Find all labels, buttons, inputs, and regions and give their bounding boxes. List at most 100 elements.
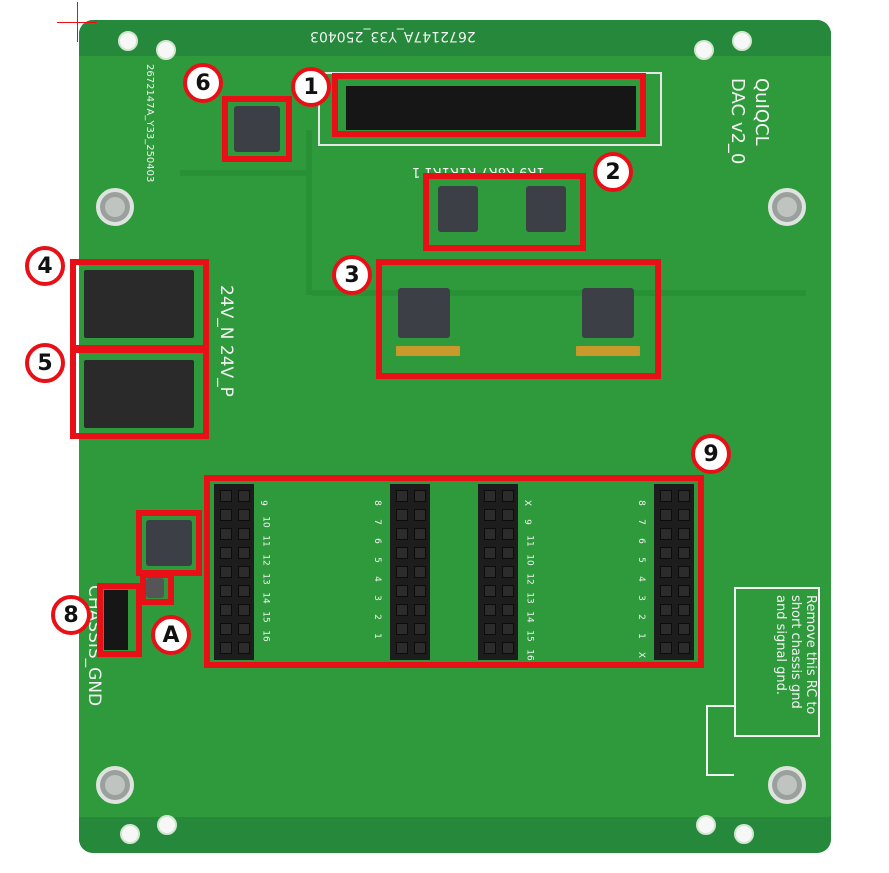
- header-pin: [678, 528, 690, 540]
- header-pin: [484, 528, 496, 540]
- connector-pin-label: 8: [635, 500, 646, 506]
- header-pin: [238, 528, 250, 540]
- note-text: Remove this RC to short chassis gnd and …: [773, 595, 818, 715]
- header-pin: [484, 604, 496, 616]
- bottom-breakaway-strip: [79, 817, 831, 853]
- connector-pin-label: 11: [260, 535, 271, 547]
- connector-pin-label: 5: [371, 557, 382, 563]
- header-pin: [396, 509, 408, 521]
- crosshair-v: [77, 2, 78, 42]
- header-pin: [220, 604, 232, 616]
- product-name: QuIQCL: [751, 78, 772, 146]
- tooling-hole: [157, 815, 177, 835]
- connector-pin-label: 14: [524, 611, 535, 623]
- connector-pin-label: 16: [260, 630, 271, 642]
- trace: [312, 290, 806, 296]
- header-pin: [238, 585, 250, 597]
- header-pin: [678, 642, 690, 654]
- header-pin: [238, 604, 250, 616]
- dac-chip-2: [582, 288, 634, 338]
- connector-pin-label: 3: [371, 595, 382, 601]
- header-pin: [502, 642, 514, 654]
- header-pin: [502, 623, 514, 635]
- callout-box-9: [204, 475, 704, 668]
- connector-pin-label: 10: [260, 516, 271, 528]
- header-pin: [660, 585, 672, 597]
- callout-box-8: [97, 583, 142, 657]
- header-pin: [220, 490, 232, 502]
- header-pin: [220, 623, 232, 635]
- connector-pin-label: 14: [260, 592, 271, 604]
- header-pin: [502, 547, 514, 559]
- connector-pin-label: 2: [371, 614, 382, 620]
- connector-pin-label: 8: [371, 500, 382, 506]
- header-pin: [220, 566, 232, 578]
- header-pin: [484, 623, 496, 635]
- header-pin: [660, 528, 672, 540]
- connector-pin-label: 9: [521, 519, 532, 525]
- connector-pin-label: 6: [371, 538, 382, 544]
- ic-u2: [438, 186, 478, 232]
- header-pin: [238, 490, 250, 502]
- header-pin: [238, 642, 250, 654]
- mounting-hole: [768, 766, 806, 804]
- connector-pin-label: 15: [524, 630, 535, 642]
- header-pin: [220, 642, 232, 654]
- power-labels: 24V_N 24V_P: [216, 285, 236, 397]
- callout-box-3: [376, 259, 661, 379]
- callout-box-2: [423, 173, 586, 251]
- tooling-hole: [694, 40, 714, 60]
- mounting-hole: [96, 766, 134, 804]
- connector-pin-label: 10: [524, 554, 535, 566]
- header-pin: [502, 509, 514, 521]
- header-pin: [484, 509, 496, 521]
- header-pin: [414, 623, 426, 635]
- tooling-hole: [156, 40, 176, 60]
- header-pin: [414, 585, 426, 597]
- callout-badge-9: 9: [691, 434, 731, 474]
- callout-box-1: [332, 73, 646, 137]
- dac-chip-1: [398, 288, 450, 338]
- callout-badge-6: 6: [183, 63, 223, 103]
- callout-box-6: [222, 96, 292, 162]
- header-pin: [484, 566, 496, 578]
- connector-pin-label: 4: [635, 576, 646, 582]
- connector-pin-label: 9: [257, 500, 268, 506]
- header-pin: [414, 642, 426, 654]
- connector-pin-label: 13: [260, 573, 271, 585]
- callout-badge-1: 1: [291, 67, 331, 107]
- header-pin: [396, 490, 408, 502]
- header-pin: [238, 547, 250, 559]
- mounting-hole: [768, 188, 806, 226]
- header-pin: [502, 585, 514, 597]
- header-pin: [660, 604, 672, 616]
- ic-u3: [526, 186, 566, 232]
- callout-badge-8: 8: [51, 595, 91, 635]
- header-pin: [678, 509, 690, 521]
- header-pin: [660, 642, 672, 654]
- connector-pin-label: 15: [260, 611, 271, 623]
- jumper-resistor: [146, 578, 164, 598]
- connector-pin-label: 1: [635, 633, 646, 639]
- header-pin: [414, 509, 426, 521]
- callout-badge-2: 2: [593, 152, 633, 192]
- header-pin: [238, 623, 250, 635]
- trace: [306, 130, 312, 295]
- tooling-hole: [732, 31, 752, 51]
- header-pin: [502, 604, 514, 616]
- callout-box-4: [70, 259, 209, 351]
- header-pin: [414, 547, 426, 559]
- header-pin: [238, 509, 250, 521]
- header-pin: [396, 623, 408, 635]
- connector-pin-label: 3: [635, 595, 646, 601]
- header-pin: [678, 566, 690, 578]
- dc-jack-24v-p: [84, 360, 194, 428]
- connector-pin-label: 7: [635, 519, 646, 525]
- header-pin: [678, 547, 690, 559]
- header-pin: [502, 490, 514, 502]
- connector-pin-label: X: [636, 651, 647, 659]
- note-arrow-h1: [706, 705, 734, 707]
- connector-pin-label: 12: [260, 554, 271, 566]
- header-pin: [484, 585, 496, 597]
- header-pin: [484, 490, 496, 502]
